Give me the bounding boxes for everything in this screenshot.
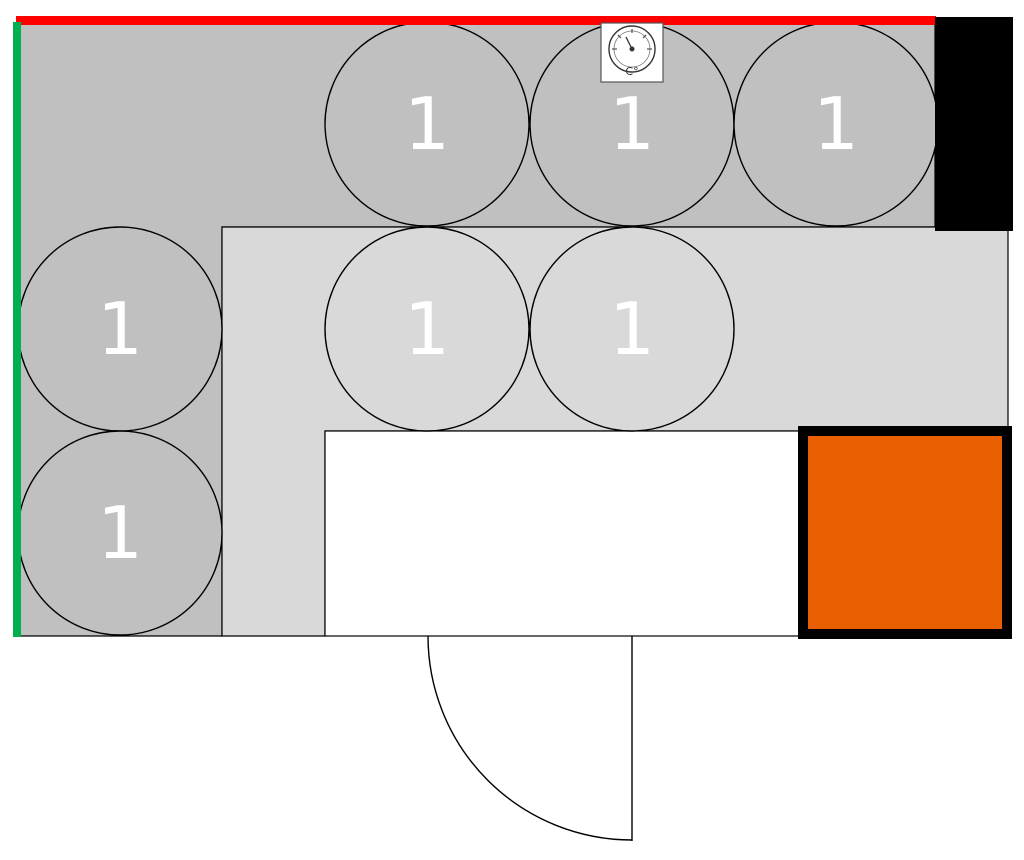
zone-front [324,430,801,637]
seat[interactable]: 1 [324,226,530,432]
thermometer-unit-label: C° [625,65,638,78]
door-arc [427,635,633,841]
black-block [935,17,1013,231]
thermometer-icon: C° [600,22,664,83]
seat-label: 1 [609,82,655,166]
seat[interactable]: 1 [324,21,530,227]
seat-circle [529,226,735,432]
seat-label: 1 [97,287,143,371]
door[interactable] [427,635,633,841]
seat-label: 1 [609,287,655,371]
seat-label: 1 [813,82,859,166]
seat-circle [324,226,530,432]
seat[interactable]: 1 [529,21,735,227]
seat-label: 1 [97,491,143,575]
seat-label: 1 [404,82,450,166]
seat[interactable]: 1 [529,226,735,432]
seat-label: 1 [404,287,450,371]
seat[interactable]: 1 [17,226,223,432]
seat[interactable]: 1 [17,430,223,636]
seat[interactable]: 1 [733,21,939,227]
stove-box[interactable] [798,426,1012,639]
wall-left-green [13,22,21,637]
wall-top-red [16,16,936,25]
